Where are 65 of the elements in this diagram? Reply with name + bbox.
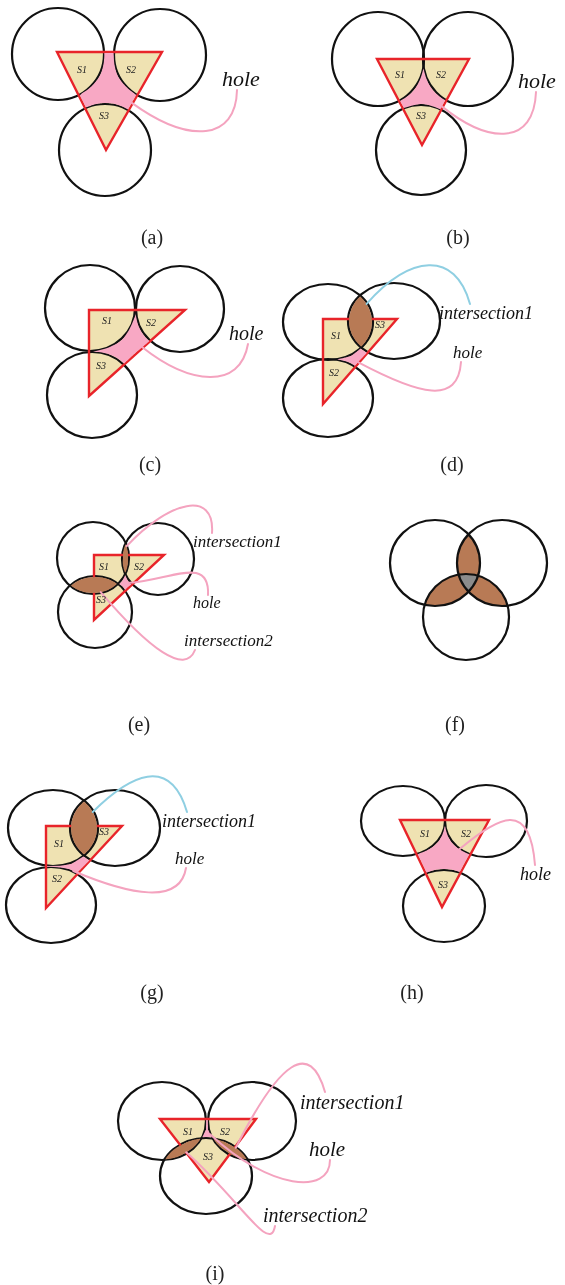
leader-line [234, 1062, 326, 1149]
sector-label: S3 [96, 361, 106, 371]
region-label: hole [520, 864, 551, 885]
leader-line [365, 264, 471, 305]
panel-caption: (f) [445, 714, 465, 734]
panel-caption: (g) [140, 982, 164, 1002]
leader-line [128, 571, 209, 596]
overlap-region [71, 801, 97, 855]
sector-label: S2 [126, 65, 136, 75]
overlap-region [165, 1138, 201, 1160]
sector-label: S3 [375, 320, 385, 330]
sector-label: S2 [220, 1127, 230, 1137]
region-label: hole [229, 322, 264, 345]
sector-label: S1 [77, 65, 87, 75]
region-label: hole [193, 594, 221, 613]
leader-line [125, 504, 213, 548]
gap-region [417, 826, 470, 873]
sector-label: S1 [54, 839, 64, 849]
region-label: hole [518, 68, 556, 94]
overlap-region [122, 544, 129, 573]
panel-caption: (i) [205, 1263, 225, 1283]
sector-label: S2 [461, 829, 471, 839]
region-label: hole [453, 343, 483, 363]
sector-label: S3 [203, 1152, 213, 1162]
panel-caption: (c) [138, 454, 162, 474]
region-label: intersection1 [193, 532, 282, 552]
panel-caption: (h) [400, 982, 424, 1002]
leader-line [458, 818, 536, 866]
overlap-region [213, 1139, 247, 1160]
gap-region [47, 856, 90, 874]
sector-label: S2 [146, 318, 156, 328]
gap-region [79, 53, 137, 110]
sector-label: S1 [183, 1127, 193, 1137]
gap-region [337, 348, 367, 366]
region-label: hole [222, 66, 260, 92]
sector-label: S2 [52, 874, 62, 884]
overlap-region [349, 296, 372, 347]
sector-label: S1 [395, 70, 405, 80]
gap-region [119, 575, 132, 590]
region-label: intersection2 [263, 1204, 368, 1227]
region-label: intersection1 [439, 303, 533, 324]
region-label: intersection1 [300, 1091, 405, 1114]
region-label: hole [309, 1137, 346, 1162]
leader-line [185, 1151, 276, 1235]
sector-label: S2 [436, 70, 446, 80]
sector-label: S1 [99, 562, 109, 572]
sector-label: S1 [102, 316, 112, 326]
overlap-region [71, 577, 117, 593]
leader-line [141, 343, 249, 379]
panel-caption: (b) [446, 227, 470, 247]
sector-label: S1 [420, 829, 430, 839]
sector-label: S3 [99, 827, 109, 837]
leader-line [91, 775, 188, 813]
gap-region [202, 1120, 212, 1138]
sector-label: S3 [96, 595, 106, 605]
region-label: intersection2 [184, 631, 273, 651]
region-label: intersection1 [162, 811, 256, 832]
leader-line [440, 91, 537, 135]
sector-label: S2 [134, 562, 144, 572]
region-label: hole [175, 849, 205, 869]
sector-label: S2 [329, 368, 339, 378]
panel-caption: (d) [440, 454, 464, 474]
panel-caption: (a) [140, 227, 164, 247]
sector-label: S1 [331, 331, 341, 341]
panel-caption: (e) [127, 714, 151, 734]
